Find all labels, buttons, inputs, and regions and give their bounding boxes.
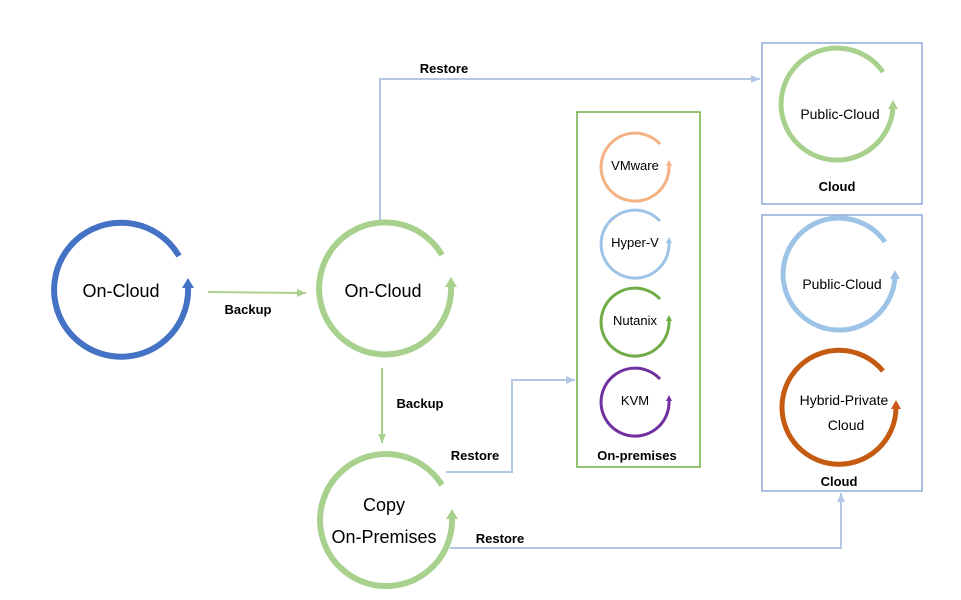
kvm-cycle-arrowhead <box>666 395 672 401</box>
restore-bottom-label: Restore <box>476 531 524 546</box>
hyper-v-cycle-arrowhead <box>666 237 672 243</box>
nutanix-cycle <box>599 286 671 358</box>
copy-on-premises-cycle-arrowhead <box>446 509 458 519</box>
copy-label: Copy <box>363 495 405 515</box>
on-premises-box <box>576 111 701 468</box>
vmware-cycle-arrowhead <box>666 160 672 166</box>
restore-mid-label: Restore <box>451 448 499 463</box>
vmware-label: VMware <box>611 158 659 173</box>
hybrid-private-cloud-cycle <box>779 347 899 467</box>
kvm-label: KVM <box>621 393 649 408</box>
connectors <box>207 75 845 549</box>
public-cloud-bottom-cycle-arrowhead <box>890 270 900 279</box>
hyper-v-label: Hyper-V <box>611 235 659 250</box>
public-cloud-top-cycle <box>778 45 896 163</box>
vmware-cycle <box>599 131 671 203</box>
on-cloud-primary-cycle-arrowhead <box>445 277 457 287</box>
hyper-v-cycle <box>599 208 671 280</box>
on-premises-copy-label: On-Premises <box>331 527 436 547</box>
public-cloud-bottom-label: Public-Cloud <box>802 276 881 292</box>
public-cloud-bottom-cycle <box>780 215 898 333</box>
hybrid-private-label: Hybrid-Private <box>800 392 889 408</box>
backup-right-label: Backup <box>225 302 272 317</box>
restore-mid-connector <box>446 376 575 473</box>
backup-down-label: Backup <box>397 396 444 411</box>
on-cloud-primary-label: On-Cloud <box>344 281 421 301</box>
on-premises-title: On-premises <box>597 448 676 463</box>
on-cloud-primary-cycle <box>316 219 455 358</box>
nutanix-cycle-arrowhead <box>666 315 672 321</box>
cloud-label-line2: Cloud <box>828 417 865 433</box>
cloud-top-title: Cloud <box>819 179 856 194</box>
public-cloud-top-cycle-arrowhead <box>888 100 898 109</box>
restore-top-connector <box>379 75 760 220</box>
copy-on-premises-cycle <box>317 451 456 590</box>
restore-bottom-connector <box>450 493 845 549</box>
kvm-cycle <box>599 366 671 438</box>
on-cloud-source-label: On-Cloud <box>82 281 159 301</box>
hybrid-private-cloud-cycle-arrowhead <box>891 400 901 409</box>
on-cloud-source-cycle-arrowhead <box>182 278 194 288</box>
cloud-bottom-title: Cloud <box>821 474 858 489</box>
cycle-arcs <box>51 45 901 590</box>
cloud-box-bottom <box>761 214 923 492</box>
restore-top-label: Restore <box>420 61 468 76</box>
nutanix-label: Nutanix <box>613 313 658 328</box>
on-cloud-source-cycle <box>51 219 192 360</box>
cloud-box-top <box>761 42 923 205</box>
backup-right-arrow <box>207 288 307 297</box>
public-cloud-top-label: Public-Cloud <box>800 106 879 122</box>
